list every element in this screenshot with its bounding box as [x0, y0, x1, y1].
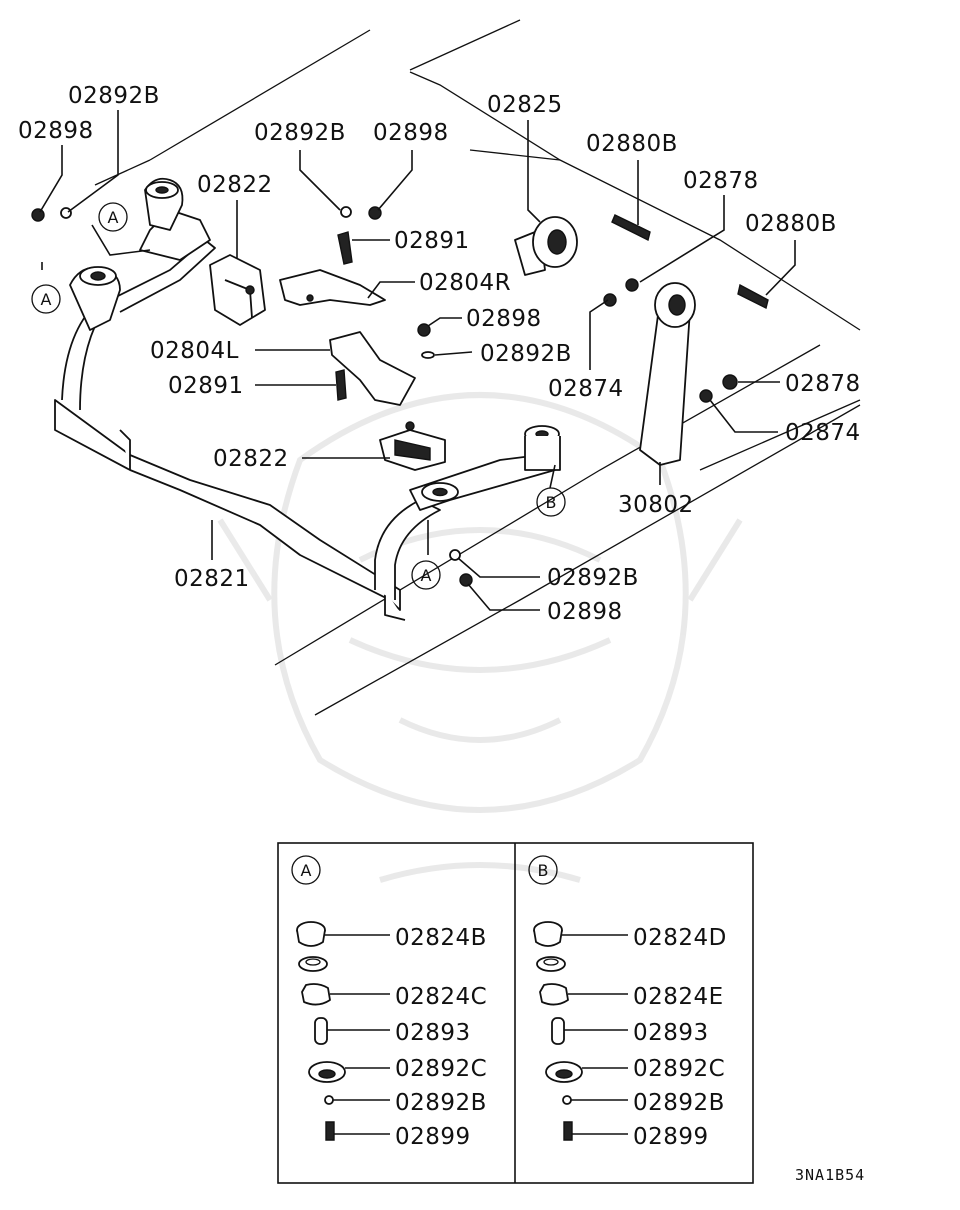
leader-lines	[39, 110, 796, 611]
engine-mount-02822-lower	[379, 421, 446, 471]
label-02874-b: 02874	[785, 420, 861, 446]
label-02892B-c: 02892B	[480, 341, 572, 367]
detail-box	[277, 842, 754, 1184]
detail-b-part-5: 02892B	[633, 1090, 725, 1116]
detail-a-part-4: 02892C	[395, 1056, 487, 1082]
label-30802: 30802	[618, 492, 694, 518]
label-02821: 02821	[174, 566, 250, 592]
label-02891-a: 02891	[394, 228, 470, 254]
detail-a-part-2: 02824C	[395, 984, 487, 1010]
label-02878-a: 02878	[683, 168, 759, 194]
label-02880B-b: 02880B	[745, 211, 837, 237]
label-02898-c: 02898	[466, 306, 542, 332]
label-02892B-b: 02892B	[254, 120, 346, 146]
bracket-02804R	[279, 269, 386, 306]
detail-a-part-6: 02899	[395, 1124, 471, 1150]
ref-marker-b: B	[536, 487, 566, 517]
engine-mount-02822-upper	[209, 254, 266, 326]
detail-b-part-4: 02892C	[633, 1056, 725, 1082]
detail-b-part-2: 02824E	[633, 984, 724, 1010]
drawing-code: 3NA1B54	[795, 1166, 865, 1184]
label-02898-a: 02898	[18, 118, 94, 144]
body-outline	[94, 19, 861, 716]
crossmember-02821	[54, 177, 561, 621]
label-02822-b: 02822	[213, 446, 289, 472]
ref-marker-a-3: A	[411, 560, 441, 590]
label-02825: 02825	[487, 92, 563, 118]
svg-text:A: A	[41, 290, 52, 309]
torque-rod-30802	[639, 282, 696, 466]
label-02898-b: 02898	[373, 120, 449, 146]
ref-marker-a-2: A	[98, 202, 128, 232]
callout-labels: 02892B 02898 02892B 02898 02822 02891 02…	[18, 83, 861, 625]
ref-marker-a-1: A	[31, 284, 61, 314]
detail-a-part-1: 02824B	[395, 925, 487, 951]
detail-b-marker: B	[538, 861, 549, 880]
label-02892B-a: 02892B	[68, 83, 160, 109]
detail-a-part-5: 02892B	[395, 1090, 487, 1116]
detail-a-marker: A	[301, 861, 312, 880]
label-02822-a: 02822	[197, 172, 273, 198]
label-02898-d: 02898	[547, 599, 623, 625]
label-02891-b: 02891	[168, 373, 244, 399]
label-02874-a: 02874	[548, 376, 624, 402]
detail-b-part-1: 02824D	[633, 925, 727, 951]
svg-text:A: A	[108, 208, 119, 227]
svg-text:B: B	[546, 493, 557, 512]
transmission-mount-02825	[514, 216, 578, 276]
detail-panel-a: A 02824B 02824C 02893 02892C 02892B 0289…	[291, 855, 487, 1150]
detail-b-part-3: 02893	[633, 1020, 709, 1046]
label-02878-b: 02878	[785, 371, 861, 397]
fasteners	[31, 206, 769, 587]
label-02892B-d: 02892B	[547, 565, 639, 591]
detail-panel-b: B 02824D 02824E 02893 02892C 02892B 0289…	[528, 855, 727, 1150]
detail-a-part-3: 02893	[395, 1020, 471, 1046]
detail-b-part-6: 02899	[633, 1124, 709, 1150]
svg-text:A: A	[421, 566, 432, 585]
bracket-02804L	[329, 331, 416, 406]
label-02880B-a: 02880B	[586, 131, 678, 157]
label-02804L: 02804L	[150, 338, 239, 364]
label-02804R: 02804R	[419, 270, 511, 296]
